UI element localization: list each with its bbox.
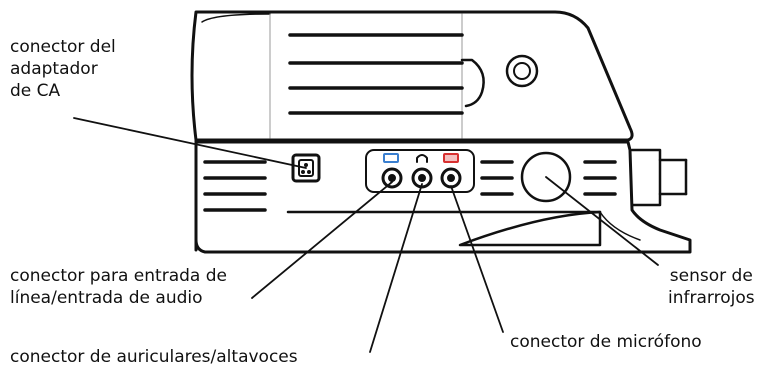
side-plug [630, 148, 688, 207]
line-in-label-line-1: conector para entrada de [10, 266, 227, 286]
headphone-icon [416, 154, 428, 163]
infrared-sensor [520, 151, 572, 203]
microphone-icon [443, 153, 459, 163]
leader-headphone [369, 183, 423, 353]
leader-lines [73, 117, 659, 353]
ac-label-line-2: adaptador [10, 59, 98, 79]
leader-line-in [251, 181, 393, 299]
ac-label-line-1: conector del [10, 37, 116, 57]
headphone-connector-label: conector de auriculares/altavoces [10, 347, 298, 367]
ac-adapter-connector [291, 153, 321, 183]
lid-round-button [505, 54, 539, 88]
laptop-upper-body [190, 10, 634, 142]
leader-mic [450, 185, 504, 333]
ac-label-line-3: de CA [10, 81, 61, 101]
leader-ir [545, 176, 659, 266]
infrared-sensor-label: sensor de infrarrojos [668, 265, 755, 309]
base-left-vents [203, 160, 267, 212]
line-in-connector-label: conector para entrada de línea/entrada d… [10, 265, 227, 309]
lid-vents [288, 33, 464, 115]
lid-latch [460, 58, 485, 108]
line-in-label-line-2: línea/entrada de audio [10, 288, 203, 308]
base-right-vents [480, 160, 617, 196]
ir-label-line-1: sensor de [669, 266, 753, 286]
leader-ac [73, 117, 307, 169]
line-in-icon [383, 153, 399, 163]
ac-adapter-connector-label: conector del adaptador de CA [10, 36, 116, 102]
microphone-connector-label: conector de micrófono [510, 332, 702, 352]
ir-label-line-2: infrarrojos [668, 288, 755, 308]
line-in-jack [381, 167, 403, 189]
